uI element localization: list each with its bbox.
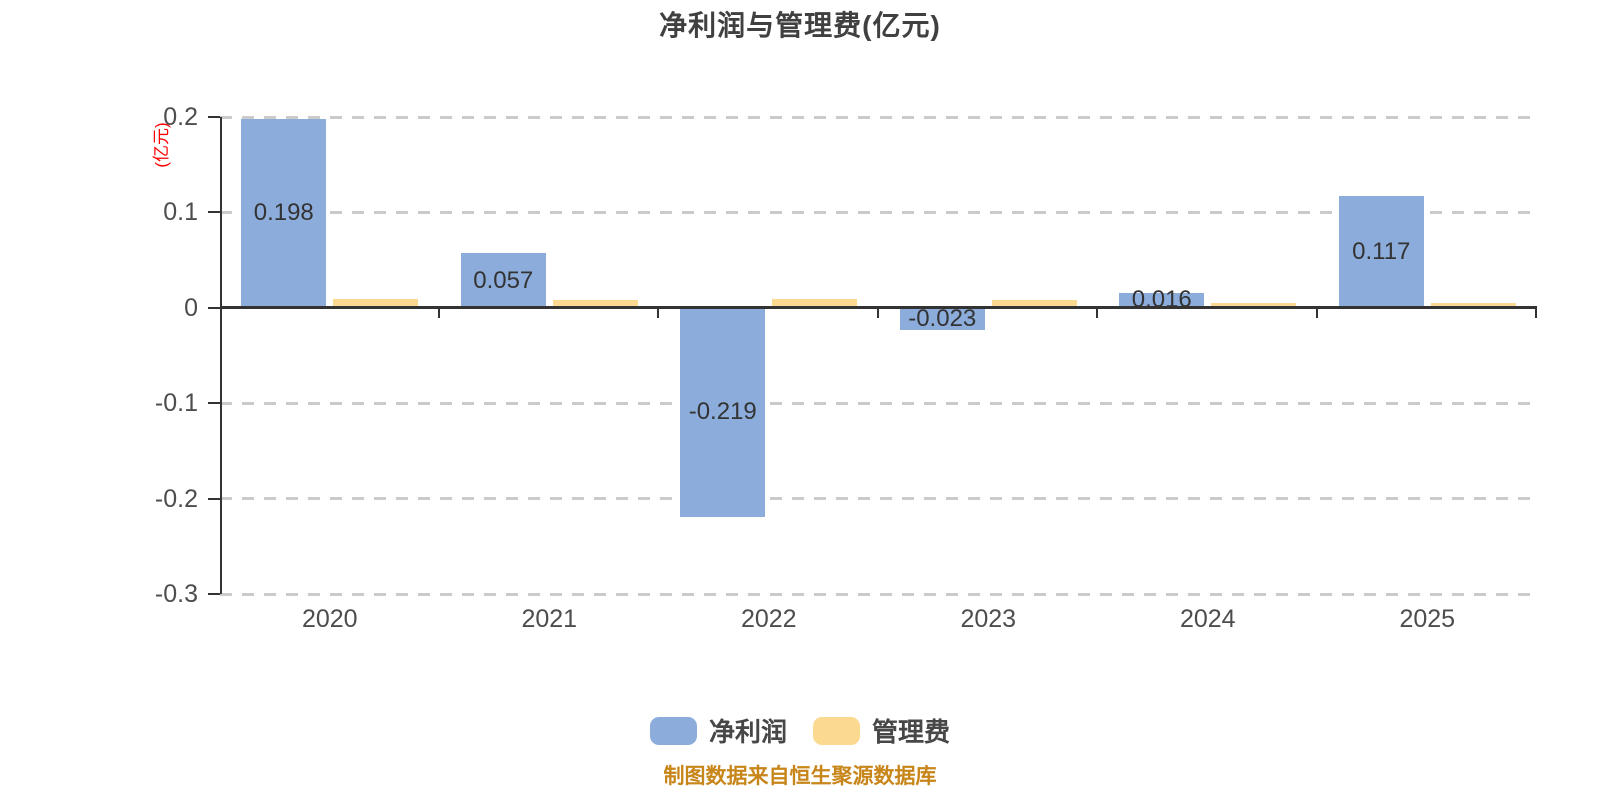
bar-净利润-2020[interactable] bbox=[241, 118, 327, 308]
x-axis-zero-line bbox=[220, 306, 1537, 310]
x-tick-label-2021: 2021 bbox=[521, 605, 578, 633]
bar-管理费-2022[interactable] bbox=[772, 299, 858, 308]
gridline-0.2 bbox=[220, 115, 1537, 119]
y-axis-tick-0.2 bbox=[208, 116, 220, 118]
bar-管理费-2023[interactable] bbox=[991, 300, 1077, 308]
x-tick-label-2023: 2023 bbox=[960, 605, 1017, 633]
legend: 净利润 管理费 bbox=[0, 712, 1600, 749]
plot-area: 0.2 0.1 0 -0.1 -0.2 -0.3 0.198 0.057 -0.219 -0.02… bbox=[155, 104, 1537, 633]
bar-净利润-2024[interactable] bbox=[1119, 292, 1205, 308]
chart-title: 净利润与管理费(亿元) bbox=[659, 10, 941, 41]
x-axis-tick-4 bbox=[1096, 307, 1098, 318]
x-axis-tick-6 bbox=[1535, 307, 1537, 318]
y-tick-label--0.3: -0.3 bbox=[154, 580, 198, 608]
gridline--0.1 bbox=[220, 401, 1537, 405]
gridline-0.1 bbox=[220, 210, 1537, 214]
y-axis-tick--0.1 bbox=[208, 402, 220, 405]
bar-value-label-2023: -0.023 bbox=[908, 304, 977, 332]
y-tick-label-0: 0 bbox=[184, 293, 198, 322]
x-tick-label-2020: 2020 bbox=[301, 605, 358, 633]
y-axis-line bbox=[220, 117, 222, 594]
bar-管理费-2021[interactable] bbox=[552, 300, 638, 308]
source-note: 制图数据来自恒生聚源数据库 bbox=[663, 765, 937, 788]
y-axis-tick-0 bbox=[208, 306, 220, 309]
x-axis-tick-3 bbox=[876, 307, 879, 318]
legend-label-net-profit: 净利润 bbox=[708, 717, 787, 747]
legend-label-management-fee: 管理费 bbox=[872, 717, 951, 747]
bar-value-label-2021: 0.057 bbox=[473, 266, 534, 294]
y-axis-tick-0.1 bbox=[208, 211, 220, 214]
x-tick-label-2024: 2024 bbox=[1179, 605, 1236, 633]
y-tick-label--0.1: -0.1 bbox=[154, 389, 198, 418]
y-axis-tick--0.2 bbox=[208, 497, 220, 500]
bar-净利润-2023[interactable] bbox=[899, 307, 985, 330]
bar-value-label-2022: -0.219 bbox=[688, 398, 757, 426]
net-profit-swatch-icon bbox=[649, 716, 697, 745]
y-axis-tick--0.3 bbox=[208, 593, 220, 595]
y-tick-label-0.2: 0.2 bbox=[163, 103, 198, 131]
bar-value-label-2024: 0.016 bbox=[1131, 286, 1192, 314]
bar-净利润-2022[interactable] bbox=[680, 307, 766, 517]
x-axis-tick-1 bbox=[437, 307, 440, 318]
bar-净利润-2025[interactable] bbox=[1338, 196, 1424, 308]
bar-value-label-2020: 0.198 bbox=[253, 199, 314, 227]
y-tick-label-0.1: 0.1 bbox=[163, 198, 198, 227]
bar-value-label-2025: 0.117 bbox=[1352, 237, 1411, 265]
legend-item-management-fee[interactable]: 管理费 bbox=[813, 712, 950, 749]
bar-管理费-2020[interactable] bbox=[333, 299, 419, 308]
management-fee-swatch-icon bbox=[813, 716, 860, 745]
x-axis-tick-5 bbox=[1315, 307, 1318, 318]
gridline--0.3 bbox=[220, 592, 1537, 596]
x-tick-label-2025: 2025 bbox=[1399, 605, 1456, 633]
legend-item-net-profit[interactable]: 净利润 bbox=[649, 712, 787, 749]
bar-净利润-2021[interactable] bbox=[460, 253, 546, 308]
bar-管理费-2025[interactable] bbox=[1430, 303, 1516, 308]
x-axis-tick-2 bbox=[657, 307, 659, 318]
bar-管理费-2024[interactable] bbox=[1211, 303, 1297, 308]
x-tick-label-2022: 2022 bbox=[740, 605, 797, 633]
y-tick-label--0.2: -0.2 bbox=[154, 484, 198, 513]
gridline--0.2 bbox=[220, 497, 1537, 501]
